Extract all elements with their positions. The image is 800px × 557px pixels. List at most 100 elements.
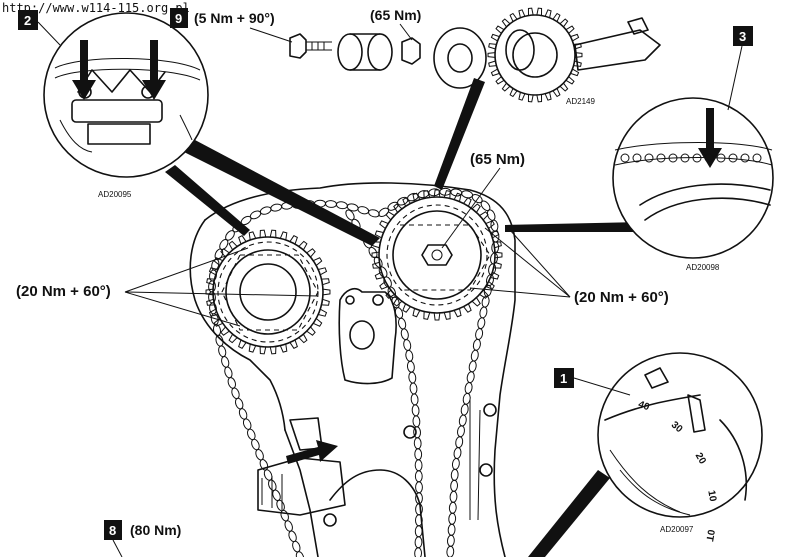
chain-link — [414, 448, 423, 461]
gear-tooth — [385, 289, 395, 299]
gear-tooth — [374, 271, 384, 280]
detail-3-chain — [620, 153, 762, 163]
callout-3-badge: 3 — [727, 26, 753, 111]
gear-tooth — [463, 197, 472, 207]
gear-tooth — [371, 251, 380, 259]
chain-link — [276, 499, 285, 512]
chain-link — [414, 525, 423, 538]
gear-tooth — [289, 235, 298, 245]
gear-tooth — [298, 333, 308, 344]
gear-tooth — [463, 303, 472, 313]
chain-link — [752, 153, 762, 163]
chain-link — [457, 425, 465, 438]
chain-link — [413, 426, 422, 439]
chain-link — [409, 382, 418, 395]
chain-link — [335, 201, 348, 210]
chain-link — [357, 206, 370, 215]
chain-link — [242, 418, 252, 430]
chain-link — [414, 459, 423, 472]
chain-link — [477, 317, 486, 330]
gear-tooth — [318, 308, 328, 317]
chain-link — [408, 371, 417, 384]
chain-link — [292, 540, 301, 553]
gear-tooth — [552, 12, 561, 22]
gear-tooth — [206, 278, 215, 286]
gear-tooth — [248, 231, 257, 241]
chain-link — [215, 334, 224, 347]
chain-link — [728, 153, 738, 163]
gear-tooth — [488, 43, 497, 50]
chain-link — [479, 306, 488, 319]
chain-link — [446, 545, 455, 557]
gear-tooth — [220, 326, 230, 336]
chain-link — [259, 206, 272, 215]
timing-pointer — [687, 394, 706, 433]
gear-tooth — [318, 267, 328, 276]
callout-9-torque: (5 Nm + 90°) — [194, 10, 275, 26]
gear-tooth — [490, 33, 500, 42]
degree-mark: 20 — [693, 451, 708, 467]
gear-tooth — [423, 311, 431, 320]
gear-tooth — [518, 92, 526, 101]
gear-tooth — [208, 308, 218, 317]
gear-tooth — [527, 7, 534, 16]
chain-link — [218, 345, 227, 358]
gear-tooth — [443, 311, 451, 320]
chain-link — [458, 414, 467, 427]
gear-tooth — [490, 68, 500, 77]
camshaft-bolt-hex — [421, 244, 453, 266]
gear-tooth — [495, 25, 505, 34]
svg-text:1: 1 — [560, 371, 567, 386]
gear-tooth — [321, 298, 330, 306]
chain-link — [447, 523, 456, 536]
gear-tooth — [238, 235, 247, 245]
detail-circle-1 — [597, 352, 763, 518]
gear-tooth — [412, 192, 421, 202]
svg-text:9: 9 — [175, 11, 182, 26]
chain-link — [405, 349, 414, 362]
chain-link — [466, 371, 475, 384]
chain-link — [475, 328, 484, 340]
callout-9-badge: 9 — [170, 8, 188, 28]
left-sprocket-torque: (20 Nm + 60°) — [16, 283, 111, 300]
gear-tooth — [402, 197, 411, 207]
gear-tooth — [536, 7, 543, 16]
callout-2-badge: 2 — [18, 10, 61, 46]
gear-tooth — [433, 312, 441, 321]
gear-tooth — [565, 25, 575, 34]
gear-tooth — [393, 203, 403, 213]
detail-3-code: AD20098 — [686, 263, 720, 272]
chain-link — [368, 209, 380, 218]
chain-link — [398, 317, 407, 330]
gear-tooth — [213, 318, 224, 327]
tensioner-arrow-icon — [286, 440, 338, 464]
chain-link — [448, 512, 457, 525]
chain-link — [238, 408, 248, 420]
gear-tooth — [306, 248, 316, 258]
gear-tooth — [433, 189, 441, 198]
gear-tooth — [552, 88, 561, 98]
gear-tooth — [453, 192, 462, 202]
gear-tooth — [501, 82, 511, 92]
gear-tooth — [269, 229, 277, 238]
gear-tooth — [402, 303, 411, 313]
sprocket-teeth — [205, 7, 583, 355]
gear-tooth — [322, 288, 331, 296]
chain-link — [468, 360, 477, 373]
gear-tooth — [453, 308, 462, 318]
gear-tooth — [279, 231, 288, 241]
callout-8-torque: (80 Nm) — [130, 522, 181, 538]
top-exploded-assembly — [289, 14, 661, 96]
gear-tooth — [536, 94, 543, 103]
chain-link — [414, 470, 423, 483]
gear-tooth — [312, 318, 323, 327]
chain-link — [680, 153, 690, 163]
chain-link — [740, 153, 750, 163]
degree-mark: 40 — [637, 399, 652, 413]
gear-tooth — [565, 76, 575, 85]
camshaft-bolt-torque: (65 Nm) — [470, 151, 525, 168]
chain-link — [412, 415, 421, 428]
detail-2-code: AD20095 — [98, 190, 132, 199]
top-assembly-code: AD2149 — [566, 97, 595, 106]
